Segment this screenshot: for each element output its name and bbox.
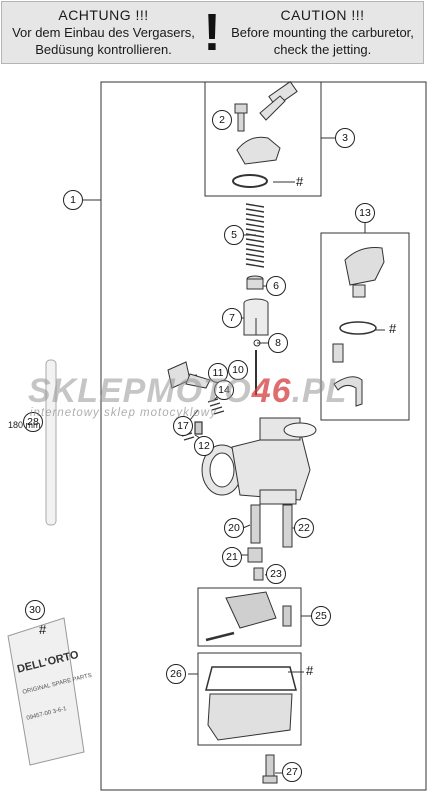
- hash-mark-part-30: #: [39, 622, 47, 637]
- hose-length-label: 180 mm: [8, 420, 41, 430]
- callout-12: 12: [194, 436, 214, 456]
- warning-german-line-2: Bedüsung kontrollieren.: [35, 42, 172, 57]
- callout-27: 27: [282, 762, 302, 782]
- jet-packet-icon: [7, 617, 85, 766]
- callout-3: 3: [335, 128, 355, 148]
- callout-7: 7: [222, 308, 242, 328]
- callout-23: 23: [266, 564, 286, 584]
- watermark-brand-b: 46: [251, 372, 292, 410]
- warning-german-title: ACHTUNG !!!: [58, 7, 149, 23]
- callout-25: 25: [311, 606, 331, 626]
- callout-1: 1: [63, 190, 83, 210]
- warning-english-line-2: check the jetting.: [273, 42, 372, 57]
- box-part-26: [197, 652, 302, 746]
- callout-10: 10: [228, 360, 248, 380]
- hash-mark-part-3: #: [296, 174, 304, 189]
- warning-english-line-1: Before mounting the carburetor,: [231, 25, 414, 40]
- callout-26: 26: [166, 664, 186, 684]
- callout-22: 22: [294, 518, 314, 538]
- callout-2: 2: [212, 110, 232, 130]
- callout-5: 5: [224, 225, 244, 245]
- callout-17: 17: [173, 416, 193, 436]
- watermark-brand-a: SKLEPMOTO: [28, 372, 252, 410]
- warning-german-line-1: Vor dem Einbau des Vergasers,: [12, 25, 195, 40]
- hash-mark-part-26: #: [306, 663, 314, 678]
- callout-28: 28: [23, 412, 43, 432]
- exclamation-icon: !: [203, 4, 221, 62]
- box-part-25: [197, 587, 302, 647]
- hash-mark-part-13: #: [389, 321, 397, 336]
- callout-13: 13: [355, 203, 375, 223]
- callout-14: 14: [214, 380, 234, 400]
- watermark-tagline: internetowy sklep motocyklowy: [30, 407, 217, 419]
- callout-20: 20: [224, 518, 244, 538]
- watermark-logo: SKLEPMOTO46.PL: [28, 372, 347, 411]
- box-part-3: [204, 81, 322, 197]
- warning-english-title: CAUTION !!!: [280, 7, 365, 23]
- warning-english: CAUTION !!! Before mounting the carburet…: [225, 7, 420, 58]
- callout-30: 30: [25, 600, 45, 620]
- callout-8: 8: [268, 333, 288, 353]
- callout-6: 6: [266, 276, 286, 296]
- warning-german: ACHTUNG !!! Vor dem Einbau des Vergasers…: [6, 7, 201, 58]
- callout-21: 21: [222, 547, 242, 567]
- watermark-brand-c: .PL: [291, 372, 348, 410]
- warning-banner: ACHTUNG !!! Vor dem Einbau des Vergasers…: [1, 1, 424, 64]
